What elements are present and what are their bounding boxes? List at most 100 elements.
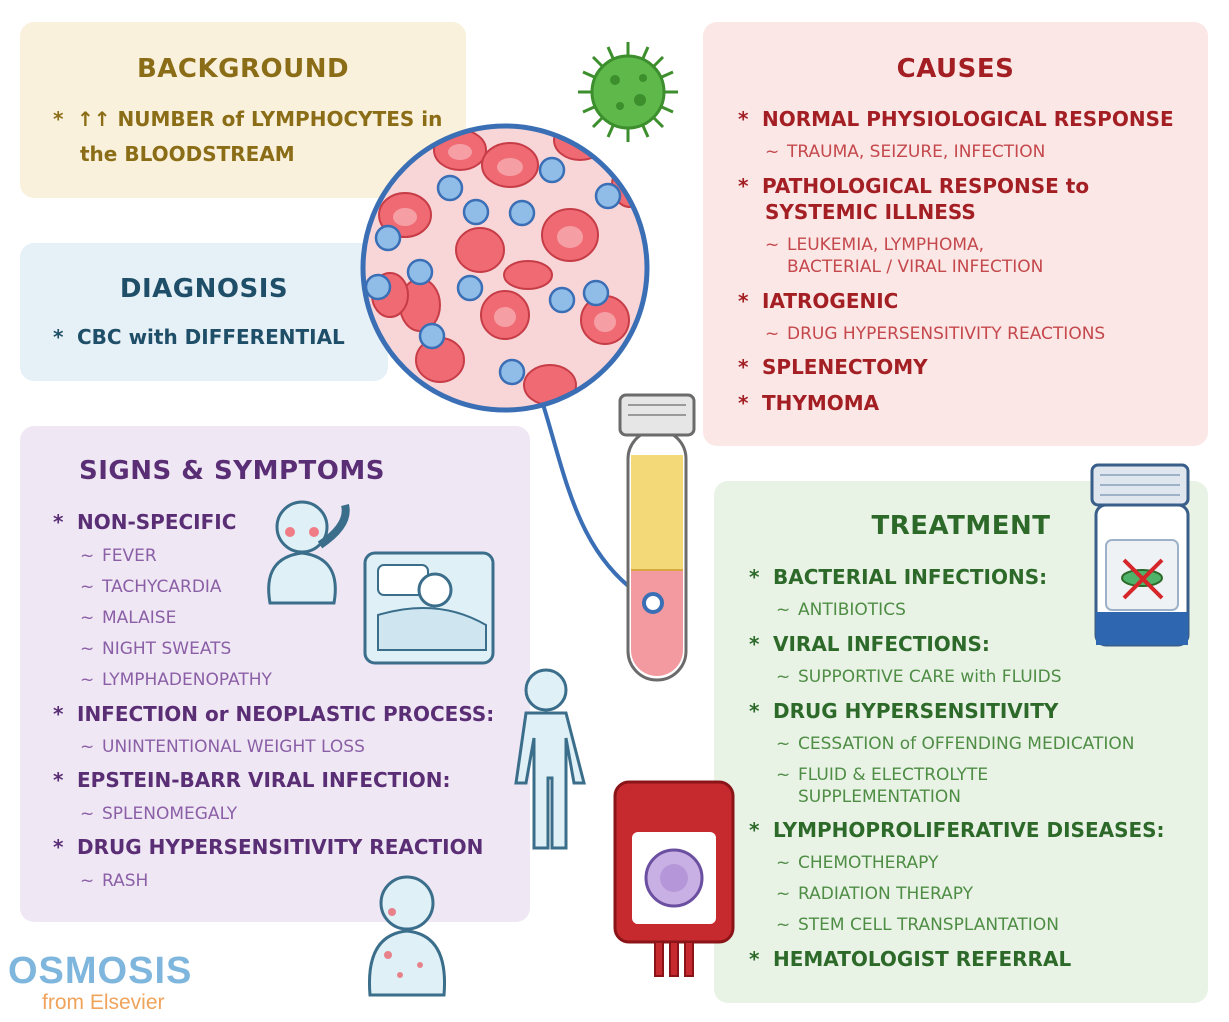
signs-heading-text: INFECTION or NEOPLASTIC PROCESS: [77, 702, 495, 726]
logo-name: OSMOSIS [8, 950, 193, 992]
causes-heading-cont: SYSTEMIC ILLNESS [765, 200, 976, 224]
bullet-marker: * [749, 947, 760, 971]
sub-marker: ~ [80, 871, 95, 891]
signs-heading-text: EPSTEIN-BARR VIRAL INFECTION: [77, 768, 451, 792]
sub-marker: ~ [765, 324, 780, 344]
treatment-heading: *LYMPHOPROLIFERATIVE DISEASES: [749, 818, 1165, 842]
bullet-marker: * [749, 632, 760, 656]
magnifier-connector [538, 394, 654, 605]
causes-title: CAUSES [896, 54, 1015, 84]
signs-subitem-text: SPLENOMEGALY [102, 804, 238, 824]
diagnosis-title: DIAGNOSIS [119, 274, 289, 304]
signs-subitem: ~FEVER [80, 544, 157, 568]
sub-marker: ~ [80, 608, 95, 628]
osmosis-logo: OSMOSIS from Elsevier [8, 950, 192, 1015]
treatment-subitem-text: CHEMOTHERAPY [798, 853, 939, 873]
signs-subitem-text: MALAISE [102, 608, 177, 628]
treatment-heading-text: HEMATOLOGIST REFERRAL [773, 947, 1072, 971]
sub-marker: ~ [80, 737, 95, 757]
treatment-subitem: ~CHEMOTHERAPY [776, 851, 938, 875]
causes-heading: *THYMOMA [738, 391, 879, 415]
treatment-subitem: ~ RADIATION THERAPY [776, 882, 973, 906]
signs-subitem-text: NIGHT SWEATS [102, 639, 232, 659]
blood-tube-icon [618, 393, 696, 682]
sub-marker: ~ [80, 577, 95, 597]
sub-marker: ~ [765, 235, 780, 255]
treatment-subitem-cont: SUPPLEMENTATION [798, 787, 961, 807]
causes-subitem: ~LEUKEMIA, LYMPHOMA, [765, 233, 984, 257]
treatment-heading-text: DRUG HYPERSENSITIVITY [773, 699, 1059, 723]
signs-symptoms-panel [20, 426, 530, 922]
causes-panel [703, 22, 1208, 446]
treatment-subitem-text: RADIATION THERAPY [798, 884, 973, 904]
signs-subitem: ~ MALAISE [80, 606, 176, 630]
sub-marker: ~ [80, 546, 95, 566]
diagnosis-item-text: CBC with DIFFERENTIAL [77, 325, 345, 349]
bullet-marker: * [53, 510, 64, 534]
bullet-marker: * [53, 702, 64, 726]
signs-subitem: ~ UNINTENTIONAL WEIGHT LOSS [80, 735, 365, 759]
sub-marker: ~ [776, 667, 791, 687]
causes-heading: * SPLENECTOMY [738, 355, 928, 379]
treatment-subitem: ~ FLUID & ELECTROLYTE [776, 763, 988, 787]
sub-marker: ~ [776, 884, 791, 904]
signs-subitem-text: UNINTENTIONAL WEIGHT LOSS [102, 737, 365, 757]
treatment-subitem-text: STEM CELL TRANSPLANTATION [798, 915, 1059, 935]
background-line-2: the BLOODSTREAM [80, 142, 295, 166]
blood-bag-icon [613, 780, 735, 977]
causes-heading-text: SPLENECTOMY [762, 355, 928, 379]
causes-subitem-cont: BACTERIAL / VIRAL INFECTION [787, 257, 1044, 277]
sub-marker: ~ [80, 804, 95, 824]
signs-heading: * INFECTION or NEOPLASTIC PROCESS: [53, 702, 494, 726]
logo-subtitle: from Elsevier [42, 991, 165, 1014]
treatment-heading: *DRUG HYPERSENSITIVITY [749, 699, 1058, 723]
blood-smear-magnifier [360, 123, 650, 413]
signs-heading: * EPSTEIN-BARR VIRAL INFECTION: [53, 768, 451, 792]
bullet-marker: * [53, 768, 64, 792]
sub-marker: ~ [776, 734, 791, 754]
sick-in-bed-icon [363, 551, 495, 665]
signs-subitem-text: LYMPHADENOPATHY [102, 670, 272, 690]
sub-marker: ~ [80, 639, 95, 659]
sub-marker: ~ [776, 765, 791, 785]
sub-marker: ~ [80, 670, 95, 690]
causes-subitem: ~ TRAUMA, SEIZURE, INFECTION [765, 140, 1045, 164]
causes-heading-text: THYMOMA [762, 391, 880, 415]
signs-subitem: ~ LYMPHADENOPATHY [80, 668, 272, 692]
treatment-subitem: ~SUPPORTIVE CARE with FLUIDS [776, 665, 1062, 689]
causes-subitem-text: TRAUMA, SEIZURE, INFECTION [787, 142, 1046, 162]
bullet-marker: * [53, 107, 64, 131]
bullet-marker: * [53, 835, 64, 859]
treatment-heading: * VIRAL INFECTIONS: [749, 632, 990, 656]
treatment-subitem-text: ANTIBIOTICS [798, 600, 906, 620]
treatment-subitem: ~ CESSATION of OFFENDING MEDICATION [776, 732, 1135, 756]
rash-person-icon [367, 875, 447, 997]
treatment-title: TREATMENT [871, 511, 1051, 541]
background-title: BACKGROUND [136, 54, 350, 84]
treatment-heading: * HEMATOLOGIST REFERRAL [749, 947, 1071, 971]
causes-heading-text: NORMAL PHYSIOLOGICAL RESPONSE [762, 107, 1174, 131]
bullet-marker: * [738, 355, 749, 379]
sub-marker: ~ [776, 600, 791, 620]
causes-heading: * NORMAL PHYSIOLOGICAL RESPONSE [738, 107, 1174, 131]
causes-heading: * PATHOLOGICAL RESPONSE to [738, 174, 1089, 198]
diagnosis-panel [20, 243, 388, 381]
causes-heading-text: PATHOLOGICAL RESPONSE to [762, 174, 1090, 198]
sub-marker: ~ [765, 142, 780, 162]
treatment-heading-text: LYMPHOPROLIFERATIVE DISEASES: [773, 818, 1165, 842]
bullet-marker: * [53, 325, 64, 349]
bullet-marker: * [738, 174, 749, 198]
signs-heading-text: DRUG HYPERSENSITIVITY REACTION [77, 835, 484, 859]
causes-subitem: ~DRUG HYPERSENSITIVITY REACTIONS [765, 322, 1105, 346]
sub-marker: ~ [776, 915, 791, 935]
diagnosis-item: * CBC with DIFFERENTIAL [53, 325, 345, 349]
treatment-subitem: ~ ANTIBIOTICS [776, 598, 906, 622]
bullet-marker: * [738, 107, 749, 131]
bullet-marker: * [749, 565, 760, 589]
treatment-subitem-text: FLUID & ELECTROLYTE [798, 765, 989, 785]
causes-heading-text: IATROGENIC [762, 289, 899, 313]
medicine-bottle-icon [1090, 463, 1190, 647]
treatment-heading-text: VIRAL INFECTIONS: [773, 632, 990, 656]
treatment-subitem-text: CESSATION of OFFENDING MEDICATION [798, 734, 1135, 754]
